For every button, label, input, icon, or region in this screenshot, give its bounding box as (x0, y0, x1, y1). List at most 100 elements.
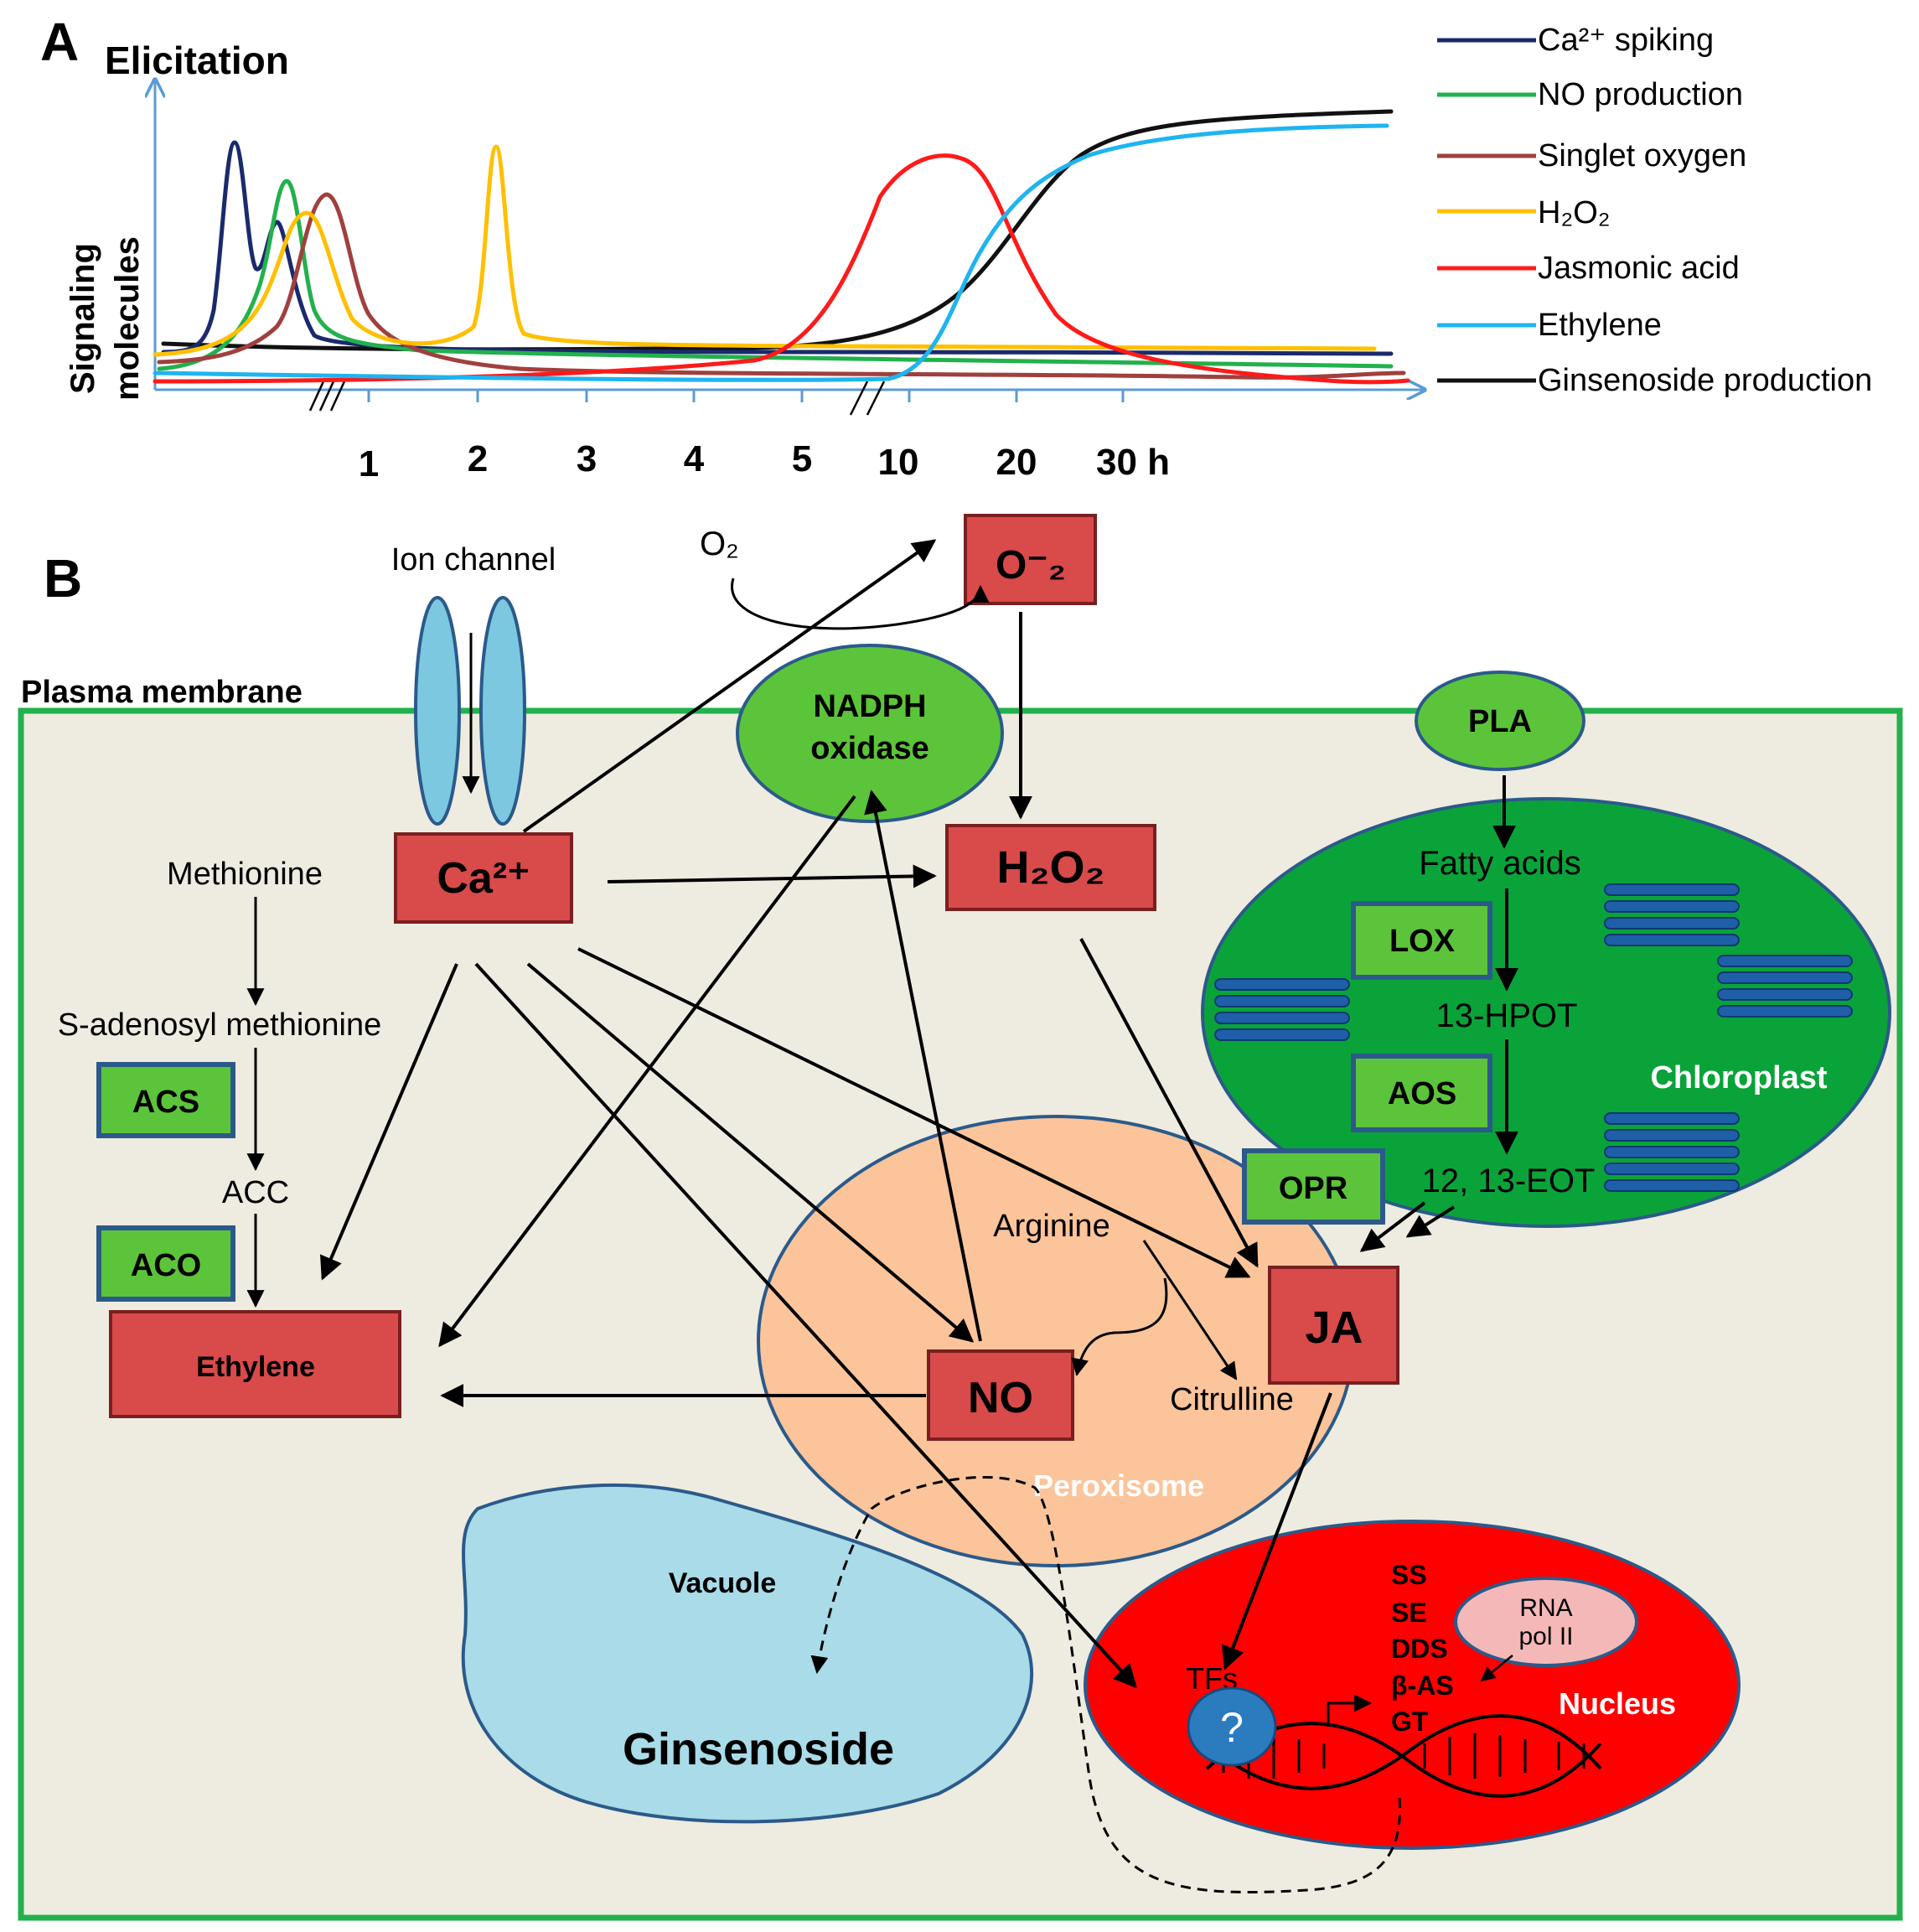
calcium-box (394, 832, 573, 924)
tick-label-4: 4 (684, 438, 705, 479)
arginine-to-citrulline-arrow (1142, 1240, 1238, 1380)
lox-box (1351, 901, 1492, 980)
eot-to-ja-arrow-1 (1405, 1205, 1456, 1238)
unknown-factor (1187, 1686, 1277, 1767)
tick-label-20: 20 (996, 442, 1037, 483)
citrulline-label: Citrulline (1170, 1382, 1294, 1417)
legend: Ca²⁺ spiking NO production Singlet oxyge… (1437, 23, 1872, 398)
gene-bas: β-AS (1391, 1670, 1454, 1701)
nucleus-label: Nucleus (1559, 1686, 1676, 1721)
axis-break-marks (308, 381, 886, 416)
h2o2-label: H₂O₂ (997, 842, 1105, 893)
tick-label-30h: 30 h (1096, 442, 1170, 483)
no-box (927, 1349, 1074, 1441)
tick-label-5: 5 (792, 438, 812, 479)
panel-a: A Elicitation Signaling molecules 1 (40, 12, 1872, 484)
ja-box (1268, 1266, 1399, 1385)
pla (1415, 671, 1585, 771)
gene-dds: DDS (1391, 1634, 1448, 1664)
rna-pol-label-1: RNA (1519, 1594, 1572, 1622)
opr-box (1242, 1148, 1385, 1225)
legend-label-ja: Jasmonic acid (1538, 251, 1740, 286)
aos-label: AOS (1388, 1076, 1456, 1111)
calcium-label: Ca²⁺ (437, 854, 530, 903)
curve-singlet-oxygen (157, 192, 1406, 380)
panel-a-label: A (40, 12, 79, 72)
eot-label: 12, 13-EOT (1422, 1163, 1596, 1199)
unknown-factor-label: ? (1220, 1704, 1244, 1751)
gene-list: SS SE DDS β-AS GT (1391, 1560, 1454, 1737)
acc-label: ACC (222, 1175, 289, 1210)
ca-to-tfs-arrow (474, 962, 1137, 1689)
peroxisome-label: Peroxisome (1033, 1468, 1204, 1503)
vacuole (461, 1483, 1034, 1824)
nadph-label-2: oxidase (810, 731, 929, 766)
gene-gt: GT (1391, 1707, 1429, 1737)
legend-label-no: NO production (1538, 77, 1743, 112)
legend-label-h2o2: H₂O₂ (1538, 195, 1611, 230)
legend-label-ginsenoside: Ginsenoside production (1538, 363, 1872, 398)
tick-label-1: 1 (359, 443, 379, 484)
gene-ss: SS (1391, 1560, 1427, 1590)
ion-channel-left (414, 596, 461, 826)
legend-label-ca: Ca²⁺ spiking (1538, 23, 1714, 58)
lox-label: LOX (1389, 924, 1456, 959)
ca-to-h2o2-arrow (607, 864, 937, 888)
ja-to-tfs-arrow (1221, 1392, 1332, 1670)
ca-to-no-arrow (526, 962, 975, 1343)
y-axis-label-1: Signaling (65, 243, 101, 394)
no-to-nadph-arrow (864, 790, 982, 1342)
sam-label: S-adenosyl methionine (58, 1007, 382, 1043)
eot-to-ja-arrow-2 (1359, 1201, 1426, 1252)
plasma-membrane-label: Plasma membrane (21, 675, 303, 710)
x-axis-ticks (367, 390, 1125, 402)
aos-box (1351, 1054, 1492, 1132)
h2o2-box (945, 824, 1156, 911)
curve-ca-spiking (161, 140, 1394, 356)
acs-box (96, 1062, 235, 1138)
arginine-to-no-arrow (1071, 1277, 1168, 1377)
methionine-label: Methionine (167, 857, 323, 892)
tick-label-10: 10 (878, 442, 919, 483)
curve-h2o2 (153, 144, 1377, 357)
nadph-label-1: NADPH (813, 689, 926, 724)
ethylene-label: Ethylene (196, 1351, 315, 1383)
chloroplast-label: Chloroplast (1650, 1060, 1827, 1095)
arginine-label: Arginine (993, 1209, 1110, 1244)
pla-label: PLA (1468, 704, 1532, 739)
opr-label: OPR (1279, 1171, 1347, 1206)
transcription-arrow (1327, 1694, 1373, 1727)
hpot-label: 13-HPOT (1436, 997, 1578, 1034)
rna-pol-label-2: pol II (1518, 1623, 1573, 1650)
tick-label-3: 3 (577, 438, 597, 479)
thylakoid-stacks (1214, 883, 1853, 1192)
no-label: NO (968, 1374, 1033, 1422)
ca-to-ethylene-arrow (320, 963, 458, 1281)
ethylene-box (109, 1310, 401, 1418)
tick-label-2: 2 (468, 438, 488, 479)
gene-se: SE (1391, 1598, 1427, 1628)
curve-ethylene (153, 123, 1389, 382)
ca-to-superoxide-arrow (522, 539, 937, 833)
legend-label-singlet: Singlet oxygen (1538, 138, 1746, 174)
ion-channel-right (479, 596, 526, 826)
nadph-oxidase (736, 644, 1004, 823)
acs-label: ACS (132, 1085, 199, 1120)
vacuole-label: Vacuole (669, 1567, 777, 1599)
ginsenoside-label: Ginsenoside (623, 1724, 894, 1774)
nadph-to-ethylene-arrow (438, 795, 856, 1348)
o2-label: O₂ (700, 526, 739, 562)
panel-b-label: B (44, 548, 82, 609)
curve-jasmonic-acid (153, 153, 1410, 385)
panel-b: B Plasma membrane Ion channel Chloroplas… (18, 514, 1903, 1921)
rna-pol-ii (1454, 1577, 1638, 1667)
chart-title: Elicitation (105, 39, 289, 82)
o2-conversion-arrow (731, 578, 990, 630)
ca-to-ja-arrow (577, 947, 1251, 1278)
curve-no-production (157, 179, 1394, 371)
ion-channel-label: Ion channel (391, 542, 556, 578)
aco-box (96, 1225, 235, 1302)
ja-label: JA (1305, 1303, 1363, 1353)
fatty-acids-label: Fatty acids (1419, 845, 1580, 882)
